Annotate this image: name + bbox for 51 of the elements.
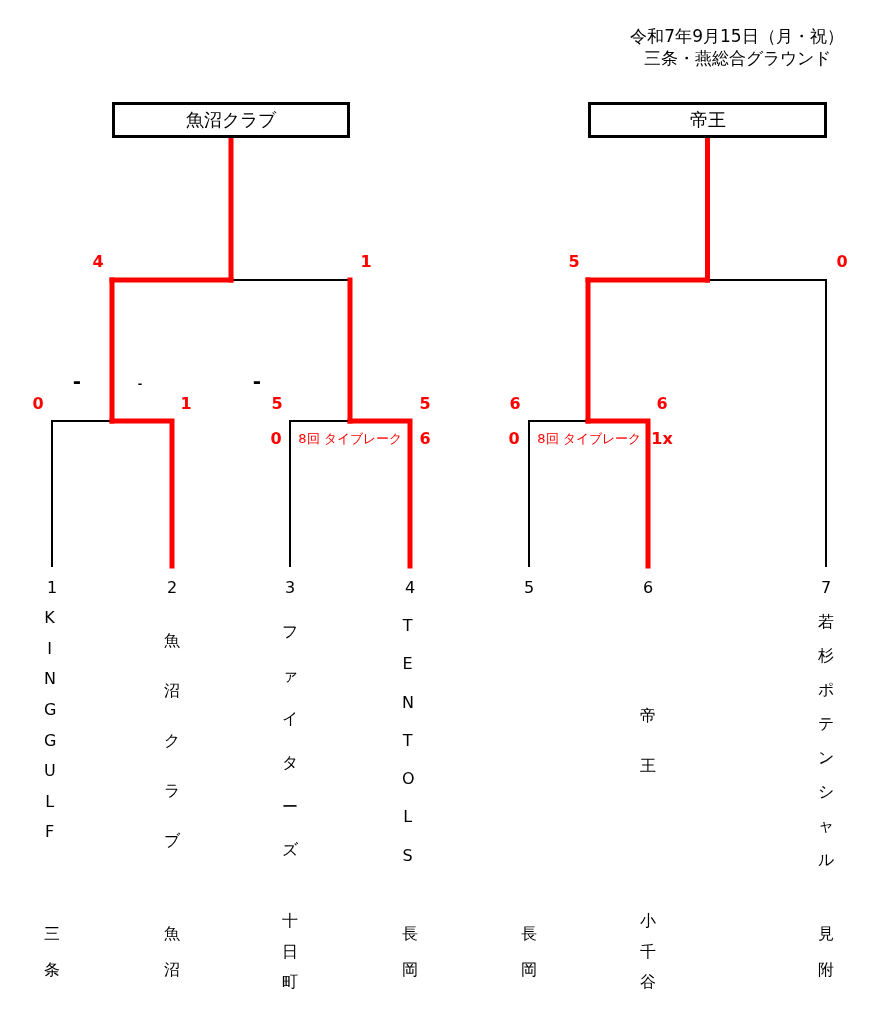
score-text: 1 (180, 395, 192, 413)
score-text: 1x (651, 430, 673, 448)
team-name: KING GULF (44, 607, 60, 844)
winner-name: 魚沼クラブ (186, 109, 276, 131)
score-text: 6 (656, 395, 668, 413)
team-name: 魚沼クラブ (164, 630, 180, 852)
bracket-line (109, 418, 175, 569)
event-info-text: 三条・燕総合グラウンド (643, 48, 831, 68)
seed-number: 2 (165, 578, 179, 598)
tiebreak-note: 8回 タイブレーク (537, 431, 641, 447)
bracket-line (585, 418, 651, 569)
seed-number: 1 (45, 578, 59, 598)
seed-number: 3 (283, 578, 297, 598)
bracket-line (528, 420, 589, 567)
hometown-text: 三条 (44, 923, 60, 981)
dash-mark: - (72, 370, 82, 392)
tiebreak-note: 8回 タイブレーク (298, 431, 402, 447)
score-text: 1 (360, 253, 372, 271)
team-name: 若杉ポテンシャル (818, 611, 834, 871)
seed-number: 6 (641, 578, 655, 598)
score-text: 0 (270, 430, 282, 448)
score-text: 5 (568, 253, 580, 271)
score-text: 0 (508, 430, 520, 448)
seed-number: 7 (819, 578, 833, 598)
score-text: 6 (419, 430, 431, 448)
score-text: 0 (32, 395, 44, 413)
dash-mark: - (137, 377, 143, 391)
dash-mark: - (252, 370, 262, 392)
score-text: 6 (509, 395, 521, 413)
winner-box (112, 102, 350, 138)
score-text: 5 (271, 395, 283, 413)
score-text: 4 (92, 253, 104, 271)
team-name: ファイターズ (282, 620, 298, 862)
score-text: 5 (419, 395, 431, 413)
winner-box (588, 102, 827, 138)
hometown-text: 魚沼 (164, 923, 180, 981)
team-name: TENTOLS (402, 615, 418, 867)
hometown-text: 長岡 (521, 923, 537, 981)
bracket-line (289, 420, 351, 567)
hometown-text: 見附 (818, 923, 834, 981)
event-info-text: 令和7年9月15日（月・祝） (630, 26, 844, 46)
winner-name: 帝王 (689, 109, 726, 131)
seed-number: 5 (522, 578, 536, 598)
bracket-line (51, 420, 113, 567)
hometown-text: 十日町 (282, 910, 298, 994)
hometown-text: 小千谷 (640, 910, 656, 994)
team-name: 帝王 (640, 705, 656, 777)
seed-number: 4 (403, 578, 417, 598)
bracket-line (347, 418, 413, 569)
score-text: 0 (836, 253, 848, 271)
hometown-text: 長岡 (402, 923, 418, 981)
